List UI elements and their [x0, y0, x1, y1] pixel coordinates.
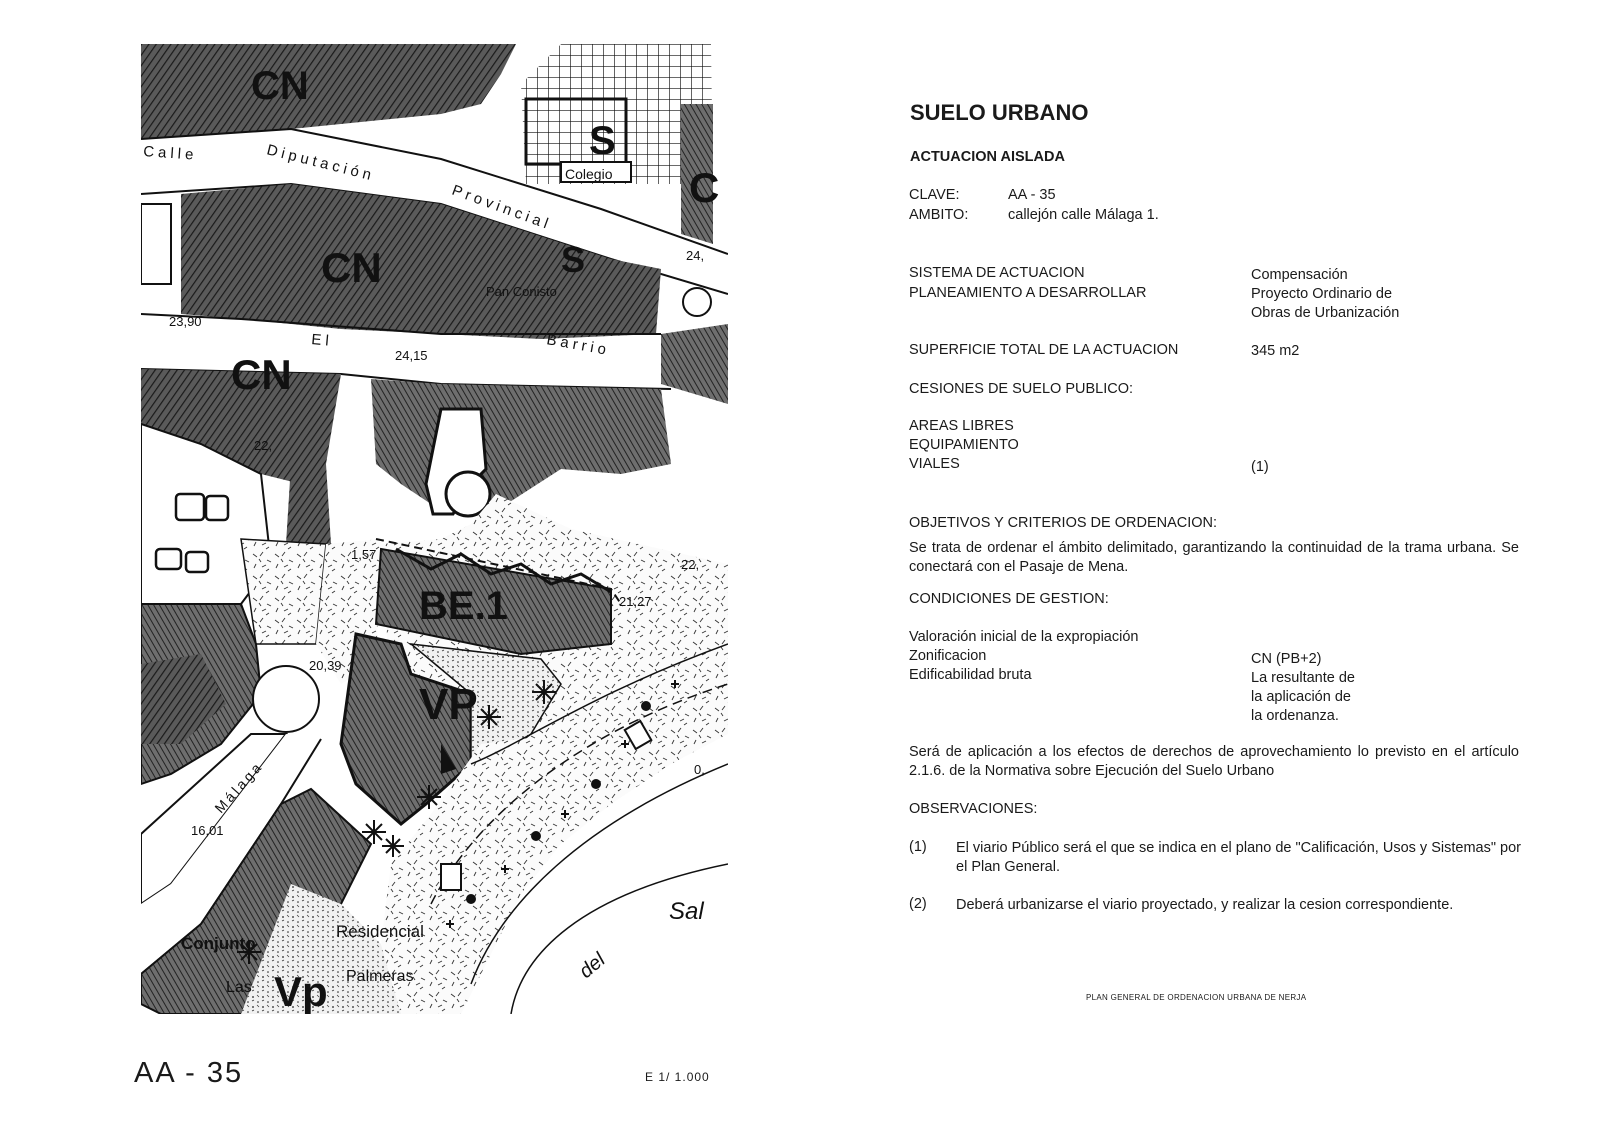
map-label-residencial: Residencial	[336, 922, 424, 941]
sistema-label: SISTEMA DE ACTUACION	[909, 265, 1085, 281]
planeamiento-value-2: Obras de Urbanización	[1251, 305, 1400, 321]
planeamiento-value-1: Proyecto Ordinario de	[1251, 286, 1393, 302]
site-plan-map: Calle Diputación Provincial El Barrio Má…	[141, 44, 728, 1014]
edificabilidad-value-1: La resultante de	[1251, 670, 1355, 686]
elevation-22b: 22,	[681, 557, 699, 572]
map-label-s-middle: S	[561, 239, 585, 280]
map-label-vp-bottom: Vp	[274, 968, 328, 1014]
elevation-22: 22,	[254, 438, 272, 453]
map-code: AA - 35	[134, 1057, 244, 1089]
map-label-palmeras: Palmeras	[346, 968, 414, 985]
edificabilidad-value-3: la ordenanza.	[1251, 708, 1339, 724]
observacion-2-text: Deberá urbanizarse el viario proyectado,…	[956, 897, 1454, 913]
elevation-24: 24,	[686, 248, 704, 263]
map-label-cn-left: CN	[231, 351, 292, 398]
valoracion-label: Valoración inicial de la expropiación	[909, 629, 1139, 645]
normativa-text: Será de aplicación a los efectos de dere…	[909, 744, 1519, 779]
clave-label: CLAVE:	[909, 187, 960, 203]
objetivos-text: Se trata de ordenar el ámbito delimitado…	[909, 540, 1519, 575]
sistema-value: Compensación	[1251, 267, 1348, 283]
areas-libres-label: AREAS LIBRES	[909, 418, 1014, 434]
map-label-pan-conisto: Pan Conisto	[486, 284, 557, 299]
map-label-be1: BE.1	[419, 584, 508, 628]
map-label-el: El	[311, 331, 334, 350]
map-label-sal: Sal	[669, 898, 704, 925]
elevation-157: 1,57	[351, 547, 376, 562]
equipamiento-label: EQUIPAMIENTO	[909, 437, 1019, 453]
elevation-2415: 24,15	[395, 348, 428, 363]
map-label-calle: Calle	[143, 143, 198, 164]
superficie-value: 345 m2	[1251, 343, 1300, 359]
observacion-1-text: El viario Público será el que se indica …	[956, 840, 1521, 875]
map-scale: E 1/ 1.000	[645, 1070, 710, 1084]
viales-value: (1)	[1251, 459, 1269, 475]
viales-label: VIALES	[909, 456, 960, 472]
map-label-cn-middle: CN	[321, 244, 382, 291]
footer-note: PLAN GENERAL DE ORDENACION URBANA DE NER…	[1086, 993, 1307, 1002]
edificabilidad-value-2: la aplicación de	[1251, 689, 1351, 705]
condiciones-label: CONDICIONES DE GESTION:	[909, 591, 1109, 607]
observaciones-label: OBSERVACIONES:	[909, 801, 1038, 817]
map-label-colegio: Colegio	[565, 166, 613, 182]
elevation-2039: 20,39	[309, 658, 342, 673]
elevation-0: 0,	[694, 762, 705, 777]
ambito-value: callejón calle Málaga 1.	[1008, 207, 1159, 223]
elevation-2390: 23,90	[169, 314, 202, 329]
map-label-las: Las	[226, 979, 252, 996]
planeamiento-label: PLANEAMIENTO A DESARROLLAR	[909, 285, 1147, 301]
map-label-vp-main: VP	[419, 680, 478, 729]
zonificacion-value: CN (PB+2)	[1251, 651, 1322, 667]
map-label-cn-top: CN	[251, 64, 309, 108]
observacion-2-number: (2)	[909, 896, 927, 912]
superficie-label: SUPERFICIE TOTAL DE LA ACTUACION	[909, 342, 1179, 358]
observacion-1-number: (1)	[909, 839, 927, 855]
zonificacion-label: Zonificacion	[909, 648, 987, 664]
ambito-label: AMBITO:	[909, 207, 969, 223]
map-label-c-edge: C	[689, 164, 719, 211]
objetivos-label: OBJETIVOS Y CRITERIOS DE ORDENACION:	[909, 515, 1218, 531]
clave-value: AA - 35	[1008, 187, 1056, 203]
cesiones-label: CESIONES DE SUELO PUBLICO:	[909, 381, 1134, 397]
page-title: SUELO URBANO	[910, 100, 1089, 125]
edificabilidad-label: Edificabilidad bruta	[909, 667, 1032, 683]
map-label-s-colegio: S	[589, 119, 616, 163]
map-label-conjunto: Conjunto	[181, 934, 256, 953]
elevation-1601: 16,01	[191, 823, 224, 838]
elevation-2127: 21,27	[619, 594, 652, 609]
page-subtitle: ACTUACION AISLADA	[910, 149, 1065, 165]
